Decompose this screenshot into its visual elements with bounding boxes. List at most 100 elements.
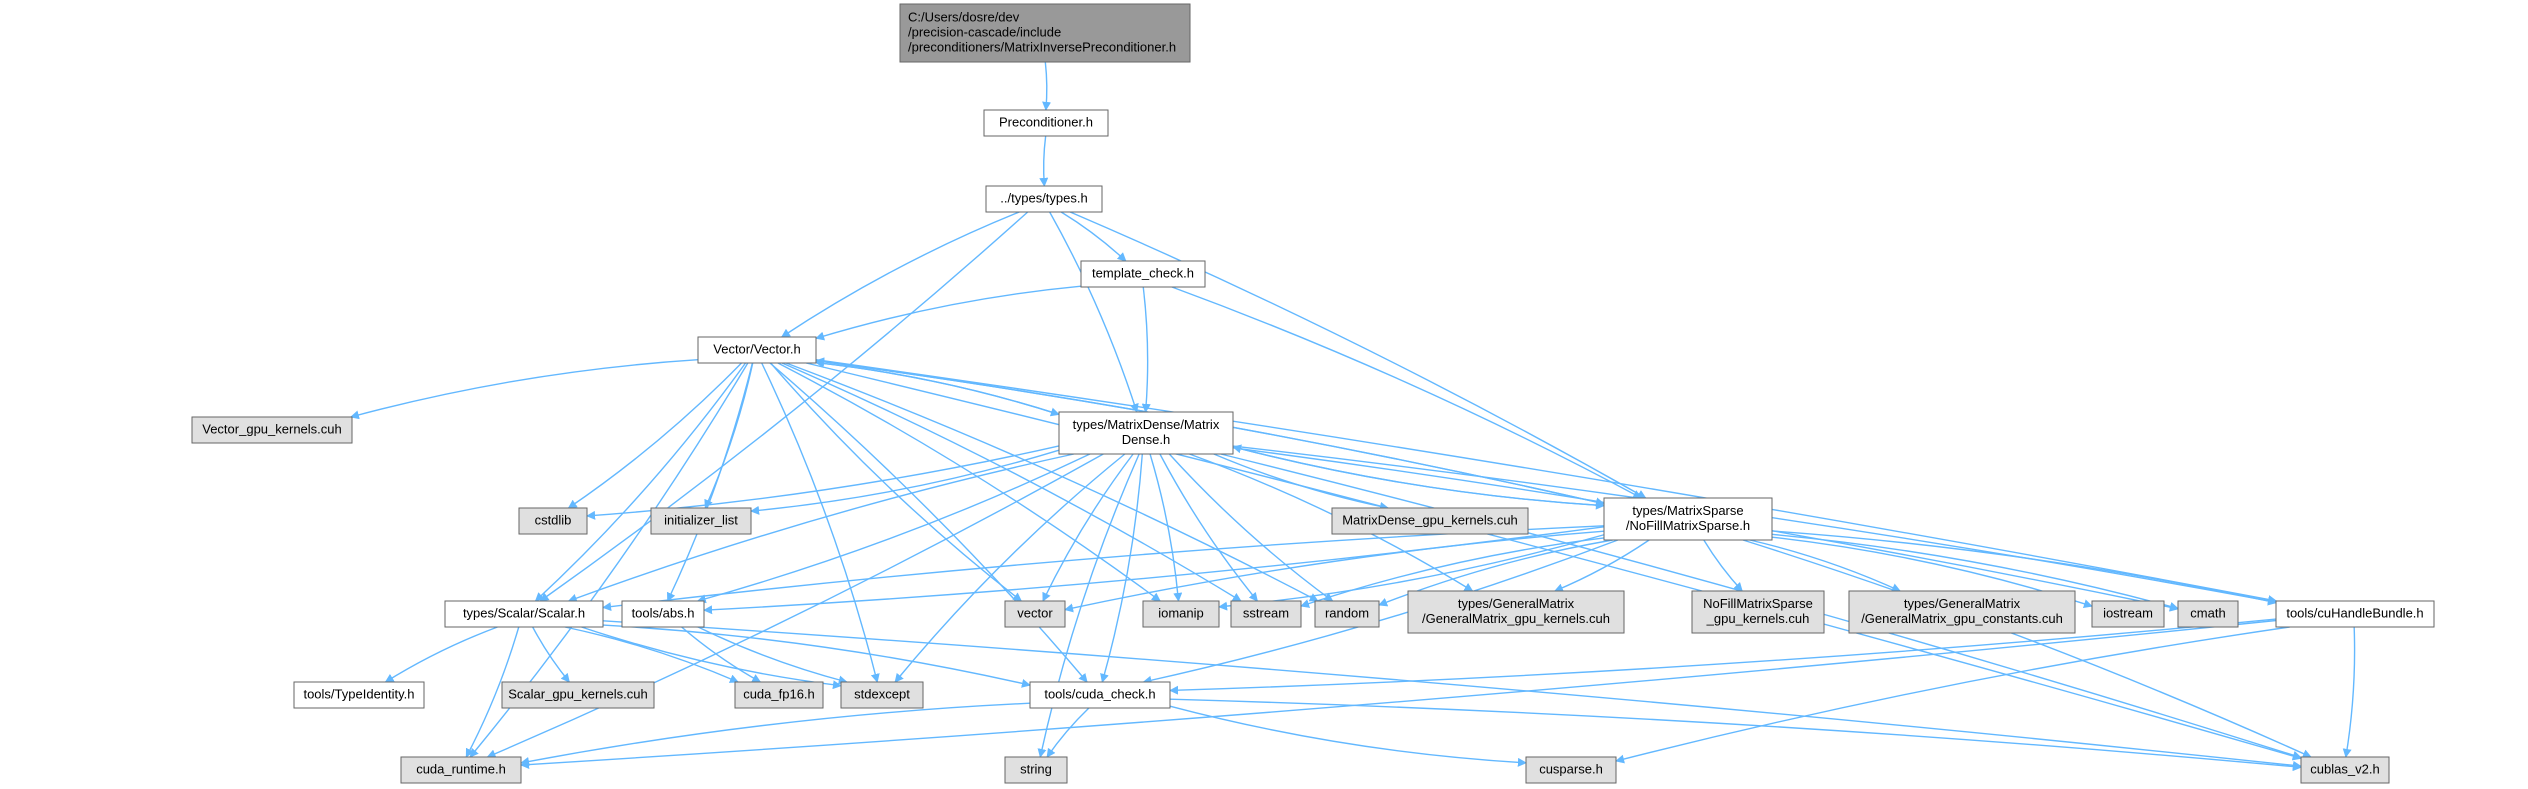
node-box-vector_gpu bbox=[191, 416, 353, 444]
node-box-precond bbox=[983, 109, 1109, 137]
edge-cuda_check-to-string bbox=[1046, 707, 1090, 758]
node-label-root: /precision-cascade/include bbox=[908, 25, 1061, 40]
node-scalar[interactable]: types/Scalar/Scalar.h bbox=[444, 600, 604, 628]
node-box-scalar_gpu bbox=[501, 681, 655, 709]
node-msparse[interactable]: types/MatrixSparse/NoFillMatrixSparse.h bbox=[1603, 497, 1773, 541]
edge-mdense-to-string bbox=[1037, 453, 1140, 758]
node-string: string bbox=[1004, 756, 1068, 784]
node-label-root: /preconditioners/MatrixInversePreconditi… bbox=[908, 40, 1176, 55]
node-label-iostream: iostream bbox=[2103, 606, 2153, 621]
node-label-nofill_kernels: NoFillMatrixSparse bbox=[1703, 596, 1813, 611]
node-gm_kernels: types/GeneralMatrix/GeneralMatrix_gpu_ke… bbox=[1407, 590, 1625, 634]
node-template_check[interactable]: template_check.h bbox=[1080, 260, 1206, 288]
node-vector[interactable]: Vector/Vector.h bbox=[697, 336, 817, 364]
node-box-abs bbox=[621, 600, 705, 628]
edge-msparse-to-sstream bbox=[1300, 537, 1605, 608]
edge-cuhandle-to-cusparse bbox=[1615, 626, 2290, 764]
edge-vector-to-iomanip bbox=[777, 362, 1161, 602]
edge-cuda_check-to-cusparse bbox=[1169, 705, 1527, 767]
edge-msparse-to-random bbox=[1378, 539, 1613, 607]
node-box-iomanip bbox=[1142, 600, 1220, 628]
edge-msparse-to-vector_std bbox=[1064, 530, 1605, 613]
node-init_list: initializer_list bbox=[650, 507, 752, 535]
node-label-msparse: types/MatrixSparse bbox=[1632, 503, 1743, 518]
node-box-string bbox=[1004, 756, 1068, 784]
node-label-mdense: Dense.h bbox=[1122, 432, 1170, 447]
edge-cuda_check-to-cublas bbox=[1169, 698, 2302, 772]
node-label-gm_constants: /GeneralMatrix_gpu_constants.cuh bbox=[1861, 611, 2063, 626]
node-label-cuda_runtime: cuda_runtime.h bbox=[416, 762, 506, 777]
edge-cuhandle-to-cuda_runtime bbox=[520, 619, 2277, 770]
node-box-stdexcept bbox=[840, 681, 924, 709]
node-label-gm_kernels: /GeneralMatrix_gpu_kernels.cuh bbox=[1422, 611, 1610, 626]
edge-scalar-to-scalar_gpu bbox=[532, 626, 570, 683]
node-box-msparse bbox=[1603, 497, 1773, 541]
node-label-cstdlib: cstdlib bbox=[535, 513, 572, 528]
edge-mdense-to-abs bbox=[696, 453, 1091, 604]
node-stdexcept: stdexcept bbox=[840, 681, 924, 709]
edge-mdense-to-iomanip bbox=[1149, 453, 1183, 602]
node-label-random: random bbox=[1325, 606, 1369, 621]
node-box-mdense_gpu bbox=[1331, 507, 1529, 535]
node-box-cusparse bbox=[1525, 756, 1617, 784]
edge-scalar-to-cublas bbox=[602, 620, 2302, 770]
node-label-mdense: types/MatrixDense/Matrix bbox=[1073, 417, 1220, 432]
node-cuda_fp16: cuda_fp16.h bbox=[734, 681, 824, 709]
node-box-cuda_check bbox=[1029, 681, 1171, 709]
node-box-typeidentity bbox=[293, 681, 425, 709]
edge-vector-to-init_list bbox=[704, 362, 754, 509]
node-cuda_check[interactable]: tools/cuda_check.h bbox=[1029, 681, 1171, 709]
node-mdense[interactable]: types/MatrixDense/MatrixDense.h bbox=[1058, 411, 1234, 455]
node-label-scalar: types/Scalar/Scalar.h bbox=[463, 606, 585, 621]
node-label-init_list: initializer_list bbox=[664, 513, 738, 528]
node-sstream: sstream bbox=[1230, 600, 1302, 628]
node-box-cmath bbox=[2177, 600, 2239, 628]
node-label-stdexcept: stdexcept bbox=[854, 687, 910, 702]
edge-vector-to-sstream bbox=[781, 362, 1242, 602]
node-box-gm_kernels bbox=[1407, 590, 1625, 634]
edge-mdense-to-random bbox=[1168, 453, 1334, 602]
node-root[interactable]: C:/Users/dosre/dev/precision-cascade/inc… bbox=[899, 3, 1191, 63]
node-label-cusparse: cusparse.h bbox=[1539, 762, 1603, 777]
node-precond[interactable]: Preconditioner.h bbox=[983, 109, 1109, 137]
node-cublas: cublas_v2.h bbox=[2300, 756, 2390, 784]
edge-mdense-to-cuda_check bbox=[1100, 453, 1144, 683]
node-box-cuda_runtime bbox=[400, 756, 522, 784]
node-label-abs: tools/abs.h bbox=[632, 606, 695, 621]
edge-msparse-to-mdense bbox=[1232, 444, 1605, 507]
node-typeidentity[interactable]: tools/TypeIdentity.h bbox=[293, 681, 425, 709]
node-label-string: string bbox=[1020, 762, 1052, 777]
edge-msparse-to-cublas bbox=[1742, 539, 2312, 758]
node-label-typeidentity: tools/TypeIdentity.h bbox=[303, 687, 414, 702]
node-cuhandle[interactable]: tools/cuHandleBundle.h bbox=[2275, 600, 2435, 628]
edge-mdense-to-vector_std bbox=[1042, 453, 1134, 602]
node-label-vector_gpu: Vector_gpu_kernels.cuh bbox=[202, 422, 341, 437]
node-cmath: cmath bbox=[2177, 600, 2239, 628]
node-box-cstdlib bbox=[518, 507, 588, 535]
node-cusparse: cusparse.h bbox=[1525, 756, 1617, 784]
edge-msparse-to-gm_kernels bbox=[1554, 539, 1650, 593]
node-iomanip: iomanip bbox=[1142, 600, 1220, 628]
edge-vector-to-cuda_check bbox=[769, 362, 1088, 683]
edge-root-to-precond bbox=[1042, 61, 1052, 111]
node-random: random bbox=[1314, 600, 1380, 628]
node-box-root bbox=[899, 3, 1191, 63]
node-box-vector_std bbox=[1004, 600, 1066, 628]
node-label-scalar_gpu: Scalar_gpu_kernels.cuh bbox=[508, 687, 647, 702]
node-label-vector: Vector/Vector.h bbox=[713, 342, 800, 357]
edge-types-to-msparse bbox=[1069, 211, 1647, 499]
node-box-mdense bbox=[1058, 411, 1234, 455]
node-types[interactable]: ../types/types.h bbox=[985, 185, 1103, 213]
edge-types-to-template_check bbox=[1060, 211, 1127, 262]
node-mdense_gpu: MatrixDense_gpu_kernels.cuh bbox=[1331, 507, 1529, 535]
node-label-cuda_check: tools/cuda_check.h bbox=[1044, 687, 1155, 702]
node-label-vector_std: vector bbox=[1017, 606, 1053, 621]
node-abs[interactable]: tools/abs.h bbox=[621, 600, 705, 628]
node-label-root: C:/Users/dosre/dev bbox=[908, 10, 1020, 25]
node-label-sstream: sstream bbox=[1243, 606, 1289, 621]
edge-abs-to-stdexcept bbox=[697, 626, 848, 685]
edge-template_check-to-vector bbox=[815, 285, 1082, 341]
node-box-vector bbox=[697, 336, 817, 364]
edge-mdense-to-mdense_gpu bbox=[1213, 453, 1389, 511]
edge-template_check-to-mdense bbox=[1141, 286, 1151, 413]
